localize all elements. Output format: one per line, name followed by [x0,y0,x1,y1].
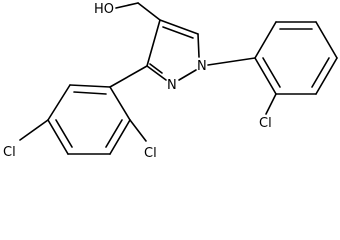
bond-ar2-double-2 [55,119,73,148]
bond-c3-c4 [146,19,161,67]
bond-ar1-c [315,21,338,59]
bond-ar1-double-3 [262,57,281,88]
bond-c4-c5-double [162,26,194,39]
bond-n1-n2 [178,69,197,81]
bond-ch2-o [115,2,139,9]
bond-c4-c5 [159,19,199,35]
nitrogen-2-label: N [167,78,177,93]
bond-ar2-b [47,84,71,121]
pyrazole-ring [146,19,200,81]
bond-ar1-d [315,57,338,95]
chlorine-ortho-label: Cl [144,146,157,160]
hydroxymethyl-group [115,2,161,21]
bond-n2-c3-double [149,63,163,74]
bond-ar1-double-2 [311,57,330,88]
dichlorophenyl-ring [19,65,148,155]
bond-c5-n1 [197,33,200,58]
bond-ar2-f [109,86,131,121]
bond-ar1-a [254,21,277,59]
bond-ar2-e [109,119,131,155]
bond-ar1-f [254,57,277,95]
bond-n1-aryl [207,57,256,66]
bond-ar2-cl-para [19,119,49,141]
bond-ar2-cl-ortho [129,119,147,142]
bond-ar2-double-1 [73,91,107,95]
chemical-structure-diagram: HO N N Cl Cl Cl [3,2,338,160]
bond-c3-aryl [109,65,148,88]
hydroxyl-label: HO [94,2,114,17]
bond-ar2-a [69,84,111,88]
chlorine-para-label: Cl [3,145,16,160]
bond-c4-ch2 [137,2,161,21]
chlorophenyl-ring [207,21,338,115]
bond-ar1-cl [265,93,277,115]
bond-n2-c3 [146,65,167,81]
bond-ar2-double-3 [105,119,123,148]
chlorine-phenyl-label: Cl [259,116,272,131]
structure-canvas: HO N N Cl Cl Cl [3,2,338,160]
bond-ar2-c [47,119,69,155]
nitrogen-1-label: N [197,59,207,74]
